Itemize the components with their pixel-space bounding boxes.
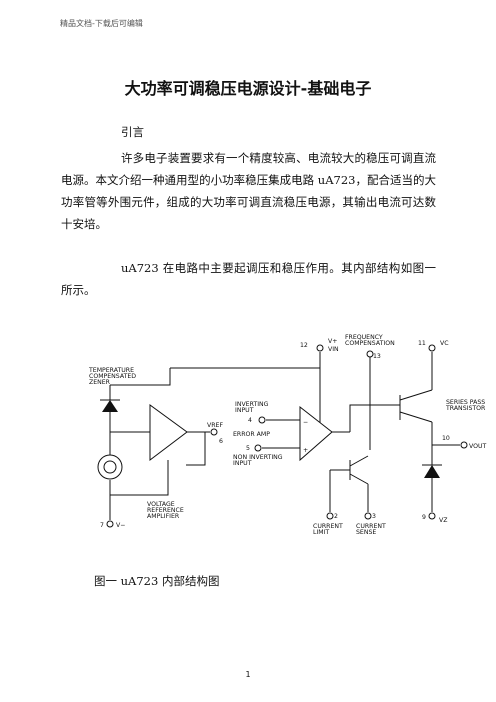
diagram-label-vref: VREF xyxy=(207,422,223,429)
diagram-label-vref-amp-3: AMPLIFIER xyxy=(147,513,180,520)
diagram-label-cur-sense-2: SENSE xyxy=(356,529,376,536)
diagram-label-vref-amp-1: VOLTAGE xyxy=(147,501,175,508)
diagram-label-vin: VIN xyxy=(328,346,339,353)
diagram-label-pin12: 12 xyxy=(300,342,308,349)
diagram-label-pin10: 10 xyxy=(442,435,450,442)
diagram-label-pin5: 5 xyxy=(246,445,250,452)
diagram-label-vplus: V+ xyxy=(328,338,337,345)
diagram-label-pin11: 11 xyxy=(418,340,426,347)
diagram-label-freq-comp-1: FREQUENCY xyxy=(345,334,383,341)
page-header: 精品文档-下载后可编辑 xyxy=(60,19,143,28)
diagram-label-inverting-2: INPUT xyxy=(235,407,254,414)
diagram-label-pin13: 13 xyxy=(373,353,381,360)
paragraph-1: 许多电子装置要求有一个精度较高、电流较大的稳压可调直流电源。本文介绍一种通用型的… xyxy=(61,151,436,231)
diagram-label-noninv-1: NON INVERTING xyxy=(233,454,283,461)
diagram-label-pin7: 7 xyxy=(100,522,104,529)
diagram-label-vminus: V− xyxy=(116,522,125,529)
diagram-label-pin6: 6 xyxy=(219,438,223,445)
diagram-label-error-amp: ERROR AMP xyxy=(233,431,270,438)
page-title: 大功率可调稳压电源设计-基础电子 xyxy=(124,79,372,98)
paragraph-2: uA723 在电路中主要起调压和稳压作用。其内部结构如图一所示。 xyxy=(61,261,436,297)
diagram-label-cur-sense-1: CURRENT xyxy=(356,523,386,530)
diagram-label-vc: VC xyxy=(440,340,449,347)
intro-heading: 引言 xyxy=(121,125,144,139)
figure-caption: 图一 uA723 内部结构图 xyxy=(94,574,220,588)
diagram-label-minus: − xyxy=(303,419,308,426)
diagram-label-temp-3: ZENER xyxy=(89,379,111,386)
diagram-label-temp-1: TEMPERATURE xyxy=(88,367,134,374)
diagram-label-noninv-2: INPUT xyxy=(233,460,252,467)
diagram-label-inverting-1: INVERTING xyxy=(235,401,269,408)
diagram-label-vref-amp-2: REFERENCE xyxy=(147,507,184,514)
diagram-label-pin9: 9 xyxy=(422,514,426,521)
diagram-label-plus: + xyxy=(303,447,308,454)
diagram-label-series-1: SERIES PASS xyxy=(446,399,485,406)
diagram-label-pin2: 2 xyxy=(334,513,338,520)
page-number: 1 xyxy=(245,670,251,679)
diagram-label-cur-limit-2: LIMIT xyxy=(313,529,329,536)
diagram-label-series-2: TRANSISTOR xyxy=(445,405,486,412)
diagram-label-freq-comp-2: COMPENSATION xyxy=(345,340,395,347)
diagram-label-cur-limit-1: CURRENT xyxy=(313,523,343,530)
diagram-label-vout: VOUT xyxy=(469,443,487,450)
diagram-label-pin3: 3 xyxy=(372,513,376,520)
diagram-label-vz: VZ xyxy=(439,517,447,524)
diagram-label-temp-2: COMPENSATED xyxy=(89,373,136,380)
diagram-label-pin4: 4 xyxy=(248,417,252,424)
